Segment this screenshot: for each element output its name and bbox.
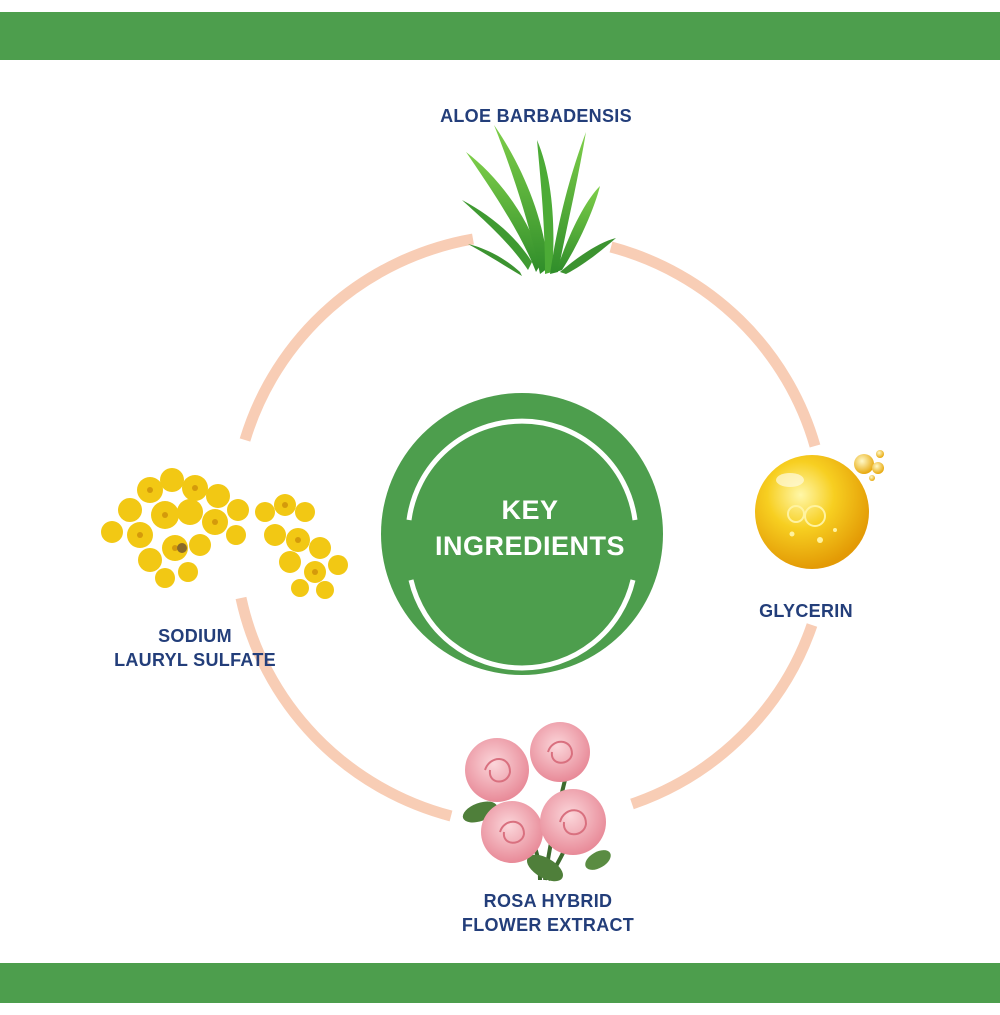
pink-roses-icon [462,722,611,882]
ingredient-name: GLYCERIN [759,601,853,621]
aloe-vera-icon [462,125,616,276]
center-circle [381,393,663,675]
ring-arc-top-left [239,233,474,442]
center-title-line1: KEY [501,495,559,525]
ingredient-label-sodium-lauryl-sulfate: SODIUM LAURYL SULFATE [95,624,295,672]
ring-arc-bottom-left [235,596,453,822]
oil-droplet-icon [755,450,884,569]
center-title: KEY INGREDIENTS [380,492,680,564]
ingredient-label-glycerin: GLYCERIN [736,599,876,623]
bottom-green-bar [0,963,1000,1003]
center-inner-arc-bottom [408,579,636,671]
yellow-flower-cluster-icon [101,468,348,599]
ingredient-label-aloe: ALOE BARBADENSIS [386,104,686,128]
ring-arc-bottom-right [630,623,818,810]
ingredient-name: ALOE BARBADENSIS [440,106,632,126]
ingredient-name-line2: LAURYL SULFATE [114,650,276,670]
outer-ring [235,233,821,822]
ingredient-name-line1: ROSA HYBRID [483,891,613,911]
center-inner-arc-top [406,418,638,521]
ring-arc-top-right [609,241,821,448]
ingredient-name-line1: SODIUM [158,626,232,646]
ingredient-label-rosa-hybrid: ROSA HYBRID FLOWER EXTRACT [428,889,668,937]
ingredient-name-line2: FLOWER EXTRACT [461,915,635,935]
top-green-bar [0,12,1000,60]
center-title-line2: INGREDIENTS [434,531,626,561]
